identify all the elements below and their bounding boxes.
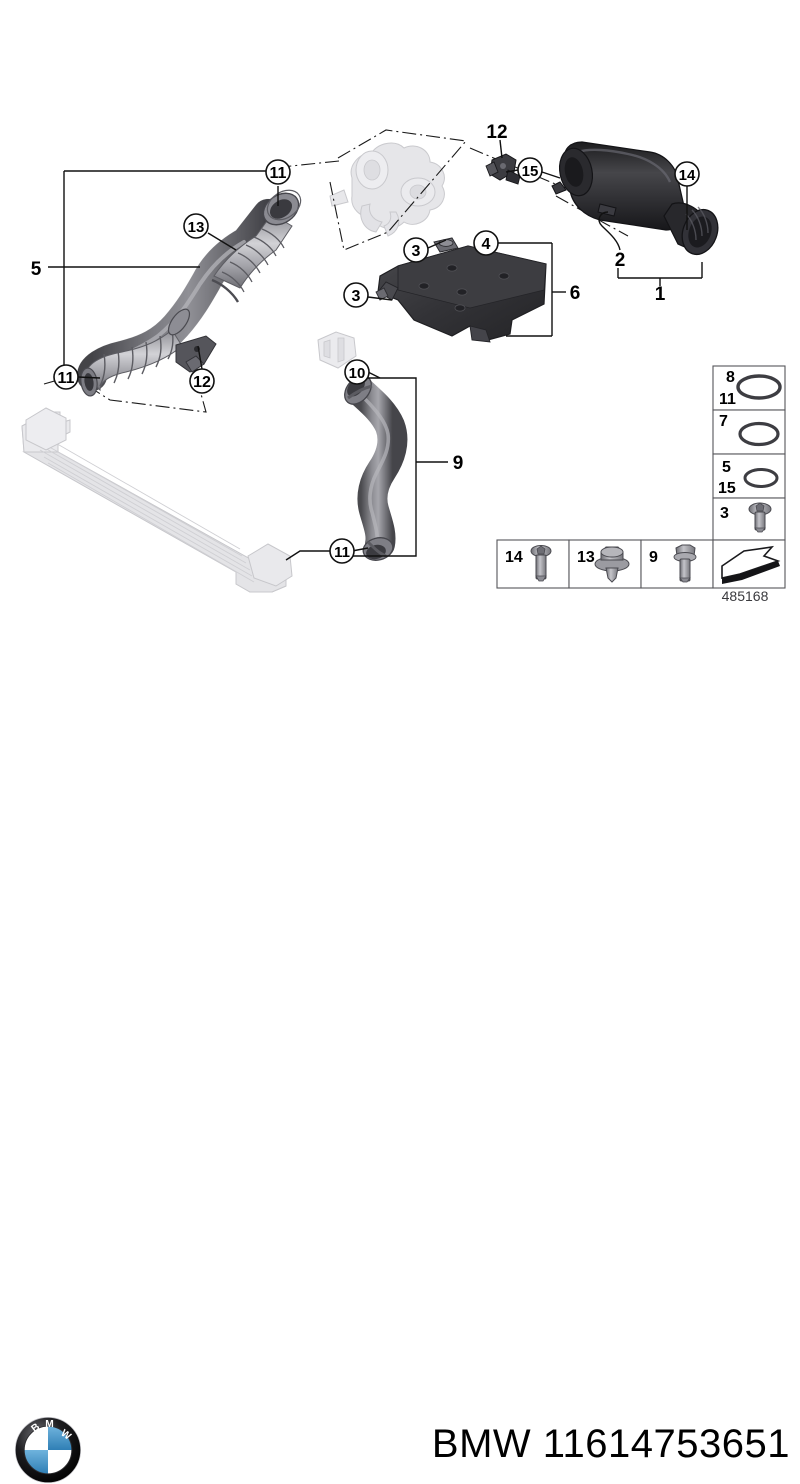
duct-right-outlet	[663, 202, 719, 256]
hose-clamp-mid	[167, 308, 191, 336]
o-ring-small-icon	[743, 468, 779, 488]
plate-screw-seat-3	[375, 287, 389, 301]
svg-text:M: M	[45, 1419, 54, 1430]
hose-10-ghost-connector	[317, 331, 357, 369]
legend-label-5: 5	[722, 459, 731, 476]
leader-15	[505, 169, 519, 173]
leader-12	[499, 139, 503, 159]
callout-11-upper-label: 10	[349, 365, 366, 382]
callout-7-label: 11	[270, 165, 287, 182]
duct-left-collar	[551, 147, 594, 197]
leader-2	[598, 211, 621, 251]
legend-cell-3[interactable]	[712, 497, 786, 541]
leader-13	[207, 232, 237, 251]
intercooler-ghost	[21, 407, 293, 593]
callout-4-label: 6	[570, 283, 581, 304]
torx-bolt-14-icon	[530, 545, 552, 582]
footer-part-number: BMW 11614753651	[431, 1422, 790, 1466]
legend-label-3: 3	[720, 505, 729, 522]
hose-bellows-upper	[211, 213, 293, 303]
part-12-sensor	[485, 153, 521, 185]
leader-9	[197, 345, 203, 370]
callout-14-label: 14	[679, 167, 696, 184]
callout-3-upper[interactable]: 3	[403, 237, 429, 263]
callout-14[interactable]: 14	[674, 161, 700, 187]
callout-markers: 11 13 11 12 3 3	[31, 122, 700, 564]
leader-lines	[48, 139, 703, 561]
callout-15[interactable]: 15	[517, 157, 543, 183]
legend-vertical-column: 8 11 7 5 15 3	[712, 365, 786, 541]
callout-11-lower[interactable]: 11	[329, 538, 355, 564]
o-ring-medium-icon	[738, 421, 780, 447]
callout-8-label: 11	[58, 370, 75, 387]
callout-11-upper[interactable]: 10	[344, 359, 370, 385]
legend-label-8: 8	[726, 369, 735, 386]
plate-mounting-holes	[418, 264, 510, 312]
callout-9-label: 12	[193, 374, 211, 391]
callout-13[interactable]: 13	[183, 213, 209, 239]
callout-8[interactable]: 11	[53, 364, 79, 390]
part-10-intercooler-hose	[317, 331, 408, 561]
legend-cell-5-15[interactable]	[712, 453, 786, 499]
callout-5-label: 4	[482, 236, 491, 253]
leader-11-upper	[367, 371, 381, 379]
legend-label-11: 11	[719, 391, 736, 408]
turbocharger-ghost	[329, 142, 445, 237]
legend-label-9: 9	[649, 549, 658, 566]
leader-3-lower	[367, 296, 393, 301]
part-6-charge-air-hose	[76, 189, 302, 397]
callout-3-lower[interactable]: 3	[343, 282, 369, 308]
hose-connector-upper-7	[262, 189, 302, 226]
callout-12-label: 12	[486, 122, 507, 143]
leader-8	[77, 376, 101, 379]
callout-3-upper-label: 3	[412, 243, 421, 260]
callout-7[interactable]: 11	[265, 159, 291, 185]
callout-15-label: 15	[522, 163, 539, 180]
plate-clip-seat-5	[433, 237, 459, 253]
assembly-arrow-icon	[721, 545, 781, 584]
leader-3-upper	[427, 239, 447, 249]
callout-2-label: 2	[615, 250, 626, 271]
parts-diagram-page: 11 13 11 12 3 3	[0, 122, 800, 1483]
legend-label-7: 7	[719, 413, 728, 430]
callout-10-label: 9	[453, 453, 464, 474]
drawing-number: 485168	[722, 588, 769, 604]
part-4-shield-plate	[375, 237, 547, 343]
legend-cell-8-11[interactable]	[712, 365, 786, 411]
callout-11-lower-label: 11	[334, 544, 350, 561]
legend-cell-7[interactable]	[712, 409, 786, 455]
footer-bar: B M W BMW 11614753651	[0, 700, 800, 1483]
hex-flange-bolt-9-icon	[673, 544, 697, 583]
callout-6-label: 5	[31, 259, 42, 280]
bmw-roundel-logo: B M W	[15, 1417, 81, 1483]
torx-bolt-3-icon	[748, 502, 772, 533]
callout-9[interactable]: 12	[189, 368, 215, 394]
legend-label-15: 15	[718, 480, 736, 497]
leader-10-bracket	[352, 377, 417, 557]
leader-11-lower-ext	[285, 550, 330, 561]
o-ring-large-icon	[736, 374, 782, 400]
legend-label-14: 14	[505, 549, 523, 566]
legend-label-13: 13	[577, 549, 595, 566]
leader-15b	[541, 171, 561, 179]
expanding-rivet-13-icon	[594, 546, 630, 583]
callout-5[interactable]: 4	[473, 230, 499, 256]
part-1-air-duct	[551, 141, 719, 256]
callout-3-lower-label: 3	[352, 288, 361, 305]
callout-13-label: 13	[188, 219, 205, 236]
exploded-parts-diagram: 11 13 11 12 3 3	[21, 122, 786, 604]
hose-corrugated-lower	[80, 329, 183, 397]
legend-horizontal-row: 14 13 9	[496, 539, 786, 604]
callout-1-label: 1	[655, 284, 666, 305]
